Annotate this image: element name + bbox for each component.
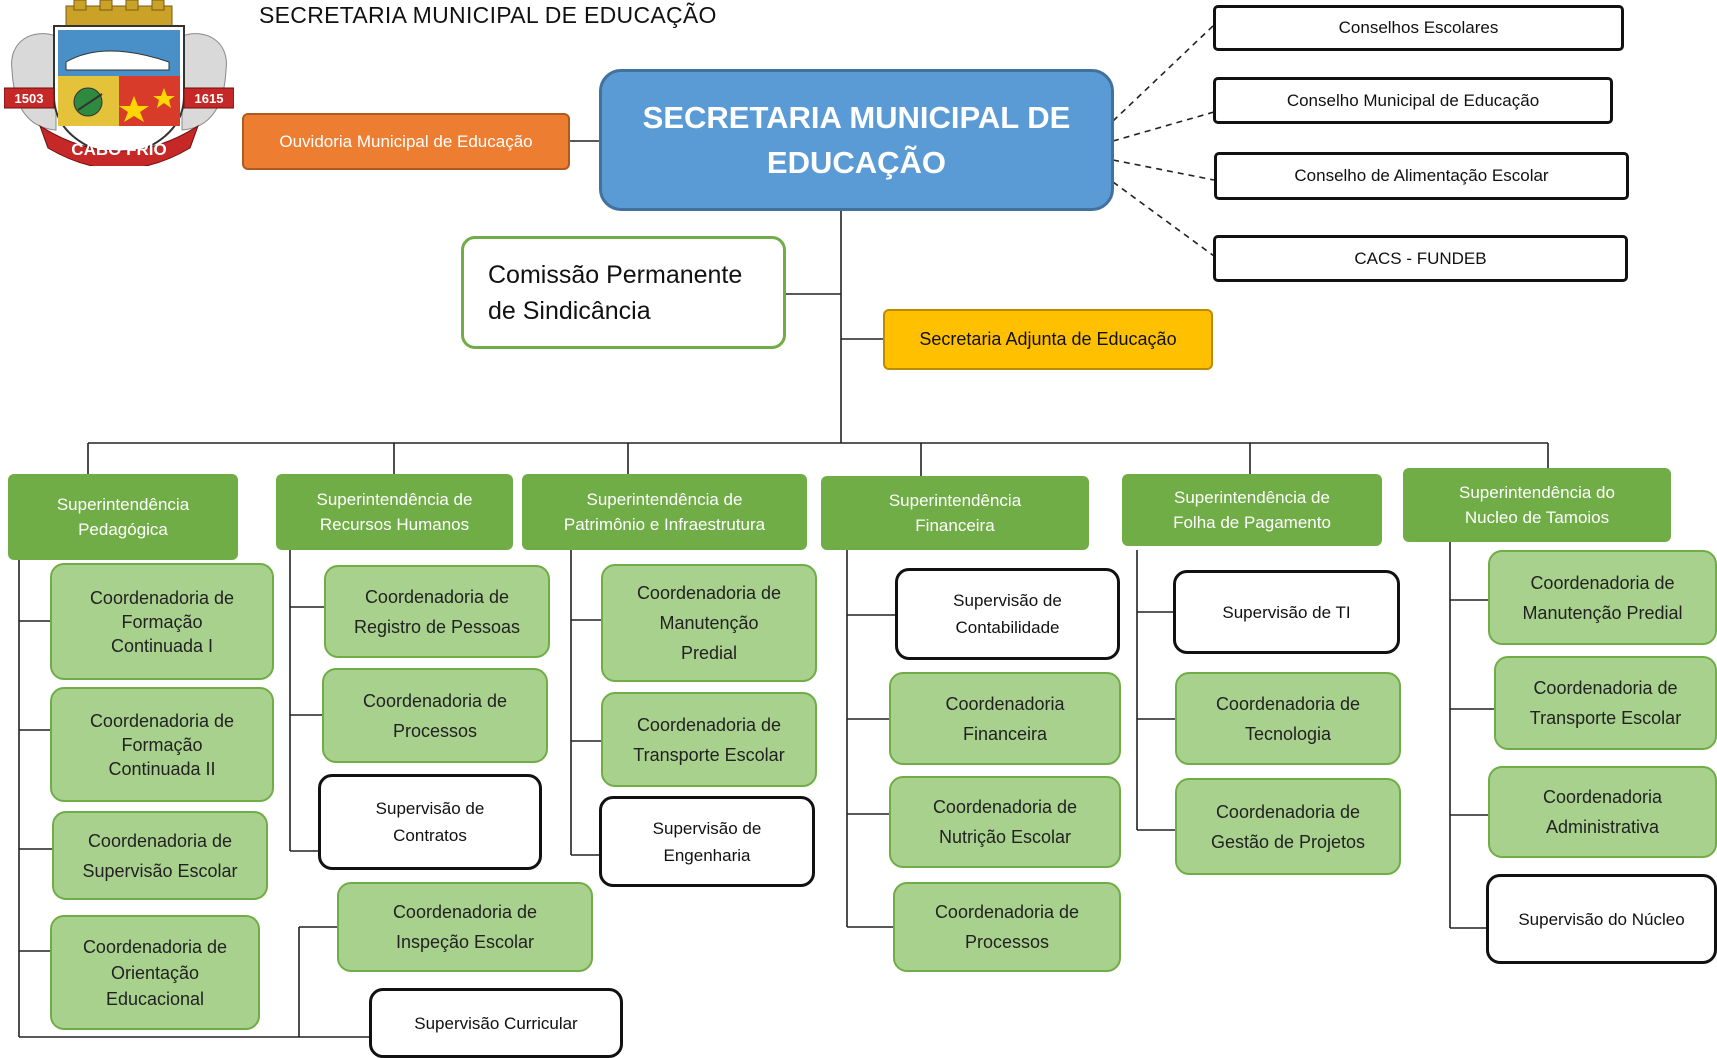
coord-tecnologia[interactable]: Coordenadoria de Tecnologia (1175, 672, 1401, 765)
coord-manutencao-predial-tamoios[interactable]: Coordenadoria de Manutenção Predial (1488, 550, 1717, 645)
coord-formacao-continuada-1[interactable]: Coordenadoria de Formação Continuada I (50, 563, 274, 680)
secretaria-main-box[interactable]: SECRETARIA MUNICIPAL DE EDUCAÇÃO (599, 69, 1114, 211)
superintendencia-tamoios[interactable]: Superintendência do Nucleo de Tamoios (1403, 468, 1671, 542)
coord-registro-pessoas[interactable]: Coordenadoria de Registro de Pessoas (324, 565, 550, 658)
coord-formacao-continuada-2[interactable]: Coordenadoria de Formação Continuada II (50, 687, 274, 802)
superintendencia-pedagogica[interactable]: Superintendência Pedagógica (8, 474, 238, 560)
logo-city: CABO FRIO (71, 140, 166, 159)
coord-orientacao-educacional[interactable]: Coordenadoria de Orientação Educacional (50, 915, 260, 1030)
coord-processos-financeira[interactable]: Coordenadoria de Processos (893, 882, 1121, 972)
coord-supervisao-escolar[interactable]: Coordenadoria de Supervisão Escolar (52, 811, 268, 900)
logo-year-right: 1615 (195, 91, 224, 106)
cabo-frio-coat-of-arms: 1503 1615 CABO FRIO (4, 0, 234, 166)
supervisao-curricular[interactable]: Supervisão Curricular (369, 988, 623, 1058)
coord-manutencao-predial[interactable]: Coordenadoria de Manutenção Predial (601, 564, 817, 682)
coord-administrativa-tamoios[interactable]: Coordenadoria Administrativa (1488, 766, 1717, 858)
supervisao-ti[interactable]: Supervisão de TI (1173, 570, 1400, 654)
coord-nutricao-escolar[interactable]: Coordenadoria de Nutrição Escolar (889, 776, 1121, 868)
supervisao-contabilidade[interactable]: Supervisão de Contabilidade (895, 568, 1120, 660)
superintendencia-recursos-humanos[interactable]: Superintendência de Recursos Humanos (276, 474, 513, 550)
conselho-municipal-box[interactable]: Conselho Municipal de Educação (1213, 77, 1613, 124)
ouvidoria-box[interactable]: Ouvidoria Municipal de Educação (242, 113, 570, 170)
comissao-sindicancia-box[interactable]: Comissão Permanente de Sindicância (461, 236, 786, 349)
logo-year-left: 1503 (15, 91, 44, 106)
supervisao-contratos[interactable]: Supervisão de Contratos (318, 774, 542, 870)
conselhos-escolares-box[interactable]: Conselhos Escolares (1213, 5, 1624, 51)
coord-transporte-escolar[interactable]: Coordenadoria de Transporte Escolar (601, 692, 817, 787)
superintendencia-financeira[interactable]: Superintendência Financeira (821, 476, 1089, 550)
conselho-alimentacao-box[interactable]: Conselho de Alimentação Escolar (1214, 152, 1629, 200)
coord-processos-rh[interactable]: Coordenadoria de Processos (322, 668, 548, 763)
supervisao-nucleo[interactable]: Supervisão do Núcleo (1486, 874, 1717, 964)
supervisao-engenharia[interactable]: Supervisão de Engenharia (599, 796, 815, 887)
coord-financeira[interactable]: Coordenadoria Financeira (889, 672, 1121, 765)
coord-gestao-projetos[interactable]: Coordenadoria de Gestão de Projetos (1175, 778, 1401, 875)
secretaria-adjunta-box[interactable]: Secretaria Adjunta de Educação (883, 309, 1213, 370)
superintendencia-patrimonio[interactable]: Superintendência de Patrimônio e Infraes… (522, 474, 807, 550)
coord-inspecao-escolar[interactable]: Coordenadoria de Inspeção Escolar (337, 882, 593, 972)
page-title: SECRETARIA MUNICIPAL DE EDUCAÇÃO (259, 2, 717, 28)
cacs-fundeb-box[interactable]: CACS - FUNDEB (1213, 235, 1628, 282)
superintendencia-folha[interactable]: Superintendência de Folha de Pagamento (1122, 474, 1382, 546)
coord-transporte-escolar-tamoios[interactable]: Coordenadoria de Transporte Escolar (1494, 656, 1717, 750)
